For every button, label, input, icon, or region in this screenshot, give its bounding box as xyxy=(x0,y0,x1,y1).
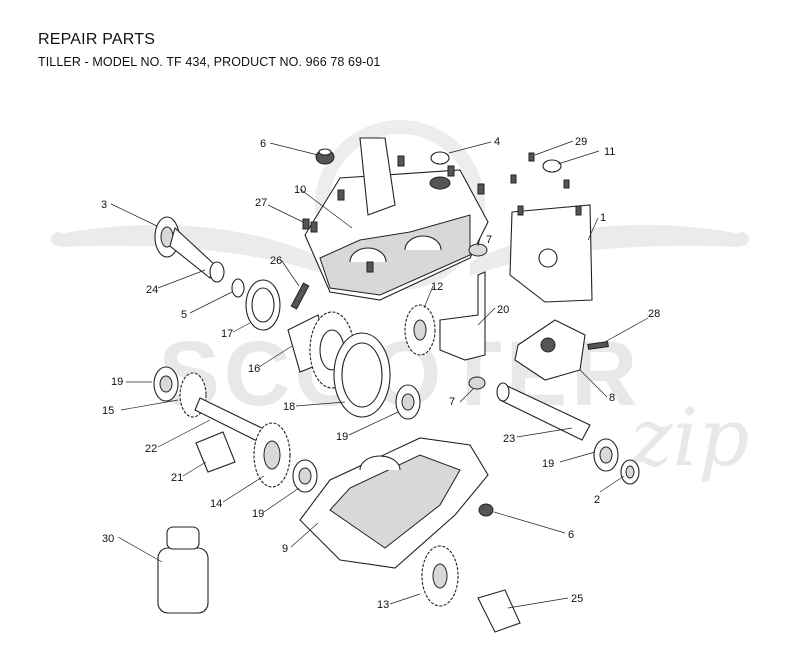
callout-10: 10 xyxy=(294,184,306,196)
callout-7-mid: 7 xyxy=(449,396,455,408)
callout-1: 1 xyxy=(600,212,606,224)
callout-19-lower: 19 xyxy=(252,508,264,520)
part-20-bracket xyxy=(439,271,486,361)
part-26-key xyxy=(290,282,310,310)
part-7-washer-mid xyxy=(468,376,486,390)
part-6-plug xyxy=(315,148,335,165)
part-21-sleeve xyxy=(195,431,236,473)
part-17-seal xyxy=(245,279,281,331)
part-19-bearing-center xyxy=(395,384,421,420)
callout-17: 17 xyxy=(221,328,233,340)
callout-27: 27 xyxy=(255,197,267,209)
callout-13: 13 xyxy=(377,599,389,611)
callout-28: 28 xyxy=(648,308,660,320)
callout-30: 30 xyxy=(102,533,114,545)
part-5-ring xyxy=(231,278,245,298)
callout-9: 9 xyxy=(282,543,288,555)
part-30-bottle xyxy=(157,526,209,614)
callout-23: 23 xyxy=(503,433,515,445)
callout-4: 4 xyxy=(494,136,500,148)
page-subtitle: TILLER - MODEL NO. TF 434, PRODUCT NO. 9… xyxy=(38,55,381,69)
part-1-plate xyxy=(509,204,593,303)
callout-26: 26 xyxy=(270,255,282,267)
part-2-seal xyxy=(620,459,640,485)
part-8-cover xyxy=(514,319,586,381)
part-19-bearing-right xyxy=(593,438,619,472)
callout-6-lower: 6 xyxy=(568,529,574,541)
part-3-24-shaft xyxy=(154,216,225,283)
part-25-pin xyxy=(477,589,521,633)
callout-11: 11 xyxy=(604,146,615,158)
callout-18: 18 xyxy=(283,401,295,413)
part-19-bearing-lower xyxy=(292,459,318,493)
part-28-bolt xyxy=(587,341,609,350)
part-27-bolt xyxy=(302,218,310,230)
callout-25: 25 xyxy=(571,593,583,605)
callout-22: 22 xyxy=(145,443,157,455)
part-7-washer-top xyxy=(468,243,488,257)
page-title: REPAIR PARTS xyxy=(38,31,156,48)
callout-29: 29 xyxy=(575,136,587,148)
part-19-bearing-left xyxy=(153,366,179,402)
callout-21: 21 xyxy=(171,472,183,484)
part-4-o-ring xyxy=(430,151,450,165)
part-23-shaft xyxy=(496,382,591,441)
callout-5: 5 xyxy=(181,309,187,321)
callout-24: 24 xyxy=(146,284,158,296)
part-10-upper-housing xyxy=(304,137,489,301)
callout-19-center: 19 xyxy=(336,431,348,443)
callout-14: 14 xyxy=(210,498,222,510)
part-9-lower-housing xyxy=(299,437,489,569)
callout-19-left: 19 xyxy=(111,376,123,388)
callout-12: 12 xyxy=(431,281,443,293)
callout-6-top: 6 xyxy=(260,138,266,150)
watermark-script: zip xyxy=(630,391,750,484)
part-6-plug-lower xyxy=(478,503,494,517)
callout-3: 3 xyxy=(101,199,107,211)
callout-7-top: 7 xyxy=(486,234,492,246)
housing-bolts xyxy=(310,155,485,273)
callout-8: 8 xyxy=(609,392,615,404)
callout-15: 15 xyxy=(102,405,114,417)
part-18-ring xyxy=(333,332,391,418)
callout-19-right: 19 xyxy=(542,458,554,470)
part-29-11-small xyxy=(510,152,570,189)
part-13-gear xyxy=(421,545,459,607)
part-14-gear xyxy=(253,422,291,488)
callout-16: 16 xyxy=(248,363,260,375)
callout-2: 2 xyxy=(594,494,600,506)
callout-20: 20 xyxy=(497,304,509,316)
